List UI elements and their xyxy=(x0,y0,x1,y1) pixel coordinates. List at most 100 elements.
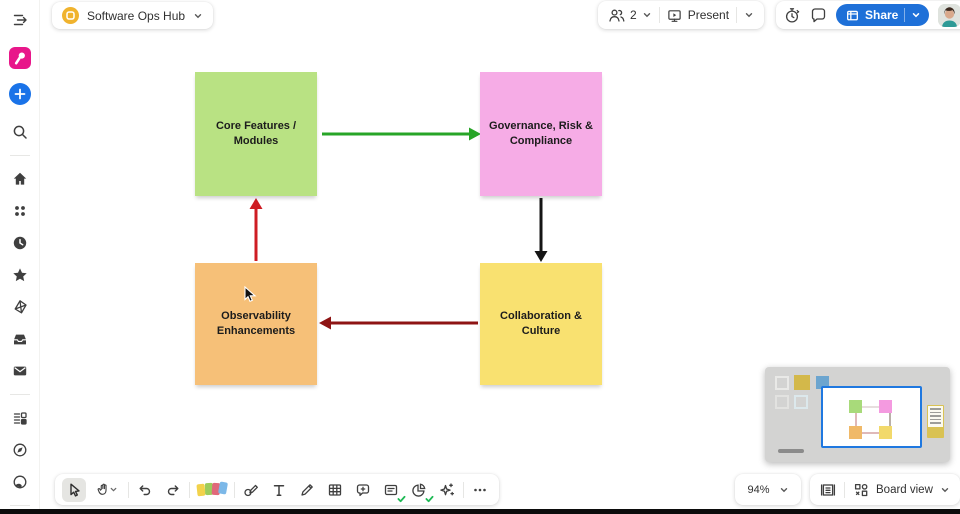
ai-create-tool[interactable] xyxy=(435,478,459,502)
redo-icon xyxy=(167,484,179,495)
divider xyxy=(463,481,464,498)
shapes-pen-icon xyxy=(244,484,258,496)
collaborators-button[interactable]: 2 xyxy=(608,8,652,23)
user-avatar[interactable] xyxy=(938,3,960,27)
cursor-icon xyxy=(70,483,80,497)
present-button[interactable]: Present xyxy=(667,8,729,23)
ellipsis-icon xyxy=(474,488,486,491)
star-icon xyxy=(12,268,27,282)
frame-icon xyxy=(820,483,836,496)
board-title-card[interactable]: Software Ops Hub xyxy=(52,2,214,29)
more-tools-button[interactable] xyxy=(468,478,492,502)
frames-button[interactable] xyxy=(820,482,836,498)
sidebar-divider xyxy=(9,394,30,395)
minimap[interactable] xyxy=(765,367,950,462)
miro-logo-icon xyxy=(8,47,31,69)
apps-grid-icon xyxy=(14,206,25,216)
sticky-note-observability[interactable]: Observability Enhancements xyxy=(195,263,317,385)
sidebar-item-recent[interactable] xyxy=(7,230,33,256)
actions-card: Share xyxy=(776,1,960,29)
share-options-chevron[interactable] xyxy=(911,10,921,20)
sidebar-item-boards-panel[interactable] xyxy=(7,405,33,431)
minimap-frame-thumb xyxy=(794,395,808,409)
divider xyxy=(736,7,738,23)
present-options-chevron[interactable] xyxy=(744,10,754,20)
minimap-sticky-thumb xyxy=(849,400,862,413)
redo-button[interactable] xyxy=(161,478,185,502)
add-comment-icon xyxy=(356,483,370,496)
minimap-connector-thumb xyxy=(862,406,882,408)
sidebar-item-templates[interactable] xyxy=(7,294,33,320)
sidebar-item-mail[interactable] xyxy=(7,358,33,384)
sidebar-item-explore[interactable] xyxy=(7,437,33,463)
sidebar-item-apps[interactable] xyxy=(7,198,33,224)
timer-button[interactable] xyxy=(784,7,801,24)
pen-tool[interactable] xyxy=(295,478,319,502)
collaborators-count: 2 xyxy=(630,8,637,22)
connector-governance-to-collaboration[interactable] xyxy=(534,198,548,262)
hand-tool[interactable] xyxy=(90,478,124,502)
zoom-control[interactable]: 94% xyxy=(735,474,801,505)
templates-kite-icon xyxy=(14,300,27,314)
card-icon xyxy=(384,484,398,495)
note-text: Observability Enhancements xyxy=(216,310,296,337)
app-logo-button[interactable] xyxy=(7,45,33,71)
note-text: Collaboration & Culture xyxy=(500,310,582,337)
share-button[interactable]: Share xyxy=(836,4,930,26)
sidebar-item-account[interactable] xyxy=(7,469,33,495)
sidebar-divider xyxy=(9,155,30,156)
screen-bottom-edge xyxy=(0,509,960,514)
shapes-tool[interactable] xyxy=(239,478,263,502)
divider xyxy=(234,481,235,498)
collapse-panel-button[interactable] xyxy=(7,7,33,33)
comment-tool[interactable] xyxy=(351,478,375,502)
minimap-connector-thumb xyxy=(855,412,857,427)
connector-collaboration-to-observability[interactable] xyxy=(319,316,478,330)
chevron-down-icon xyxy=(780,487,787,492)
minimap-document-thumb xyxy=(927,405,944,438)
text-tool[interactable] xyxy=(267,478,291,502)
search-button[interactable] xyxy=(7,119,33,145)
clock-icon xyxy=(13,236,26,250)
chart-tool[interactable] xyxy=(407,478,434,502)
board-view-button[interactable]: Board view xyxy=(853,482,950,498)
pie-chart-icon xyxy=(412,483,426,497)
sidebar-item-inbox[interactable] xyxy=(7,326,33,352)
comments-button[interactable] xyxy=(810,7,827,23)
sidebar-divider xyxy=(9,505,30,506)
text-icon xyxy=(273,484,285,496)
board-icon xyxy=(62,7,79,24)
share-icon xyxy=(847,10,858,20)
minimap-note-thumb xyxy=(794,375,810,390)
creation-toolbar xyxy=(55,474,499,505)
present-icon xyxy=(667,9,681,22)
sidebar-item-favorites[interactable] xyxy=(7,262,33,288)
sticky-note-governance[interactable]: Governance, Risk & Compliance xyxy=(480,72,602,196)
boards-layout-icon xyxy=(13,412,27,425)
hand-options-chevron[interactable] xyxy=(109,485,118,494)
connector-core-to-governance[interactable] xyxy=(322,127,481,141)
templates-tool[interactable] xyxy=(194,478,230,502)
connector-observability-to-core[interactable] xyxy=(249,198,263,261)
sparkle-icon xyxy=(440,482,455,495)
sticky-note-collaboration[interactable]: Collaboration & Culture xyxy=(480,263,602,385)
chevron-down-icon xyxy=(941,487,949,492)
account-icon xyxy=(13,475,26,489)
create-new-button[interactable] xyxy=(7,81,33,107)
card-tool[interactable] xyxy=(379,478,406,502)
inbox-icon xyxy=(13,334,26,345)
select-tool[interactable] xyxy=(62,477,86,502)
timer-icon xyxy=(785,7,800,23)
minimap-scrollbar[interactable] xyxy=(778,449,804,453)
view-mode-label: Board view xyxy=(876,483,933,496)
undo-button[interactable] xyxy=(133,478,157,502)
divider xyxy=(189,481,190,498)
share-label: Share xyxy=(865,8,899,22)
sidebar-item-home[interactable] xyxy=(7,166,33,192)
minimap-connector-thumb xyxy=(889,412,891,427)
minimap-viewport[interactable] xyxy=(821,386,922,448)
search-icon xyxy=(13,125,27,139)
table-tool[interactable] xyxy=(323,478,347,502)
sticky-note-core-features[interactable]: Core Features / Modules xyxy=(195,72,317,196)
